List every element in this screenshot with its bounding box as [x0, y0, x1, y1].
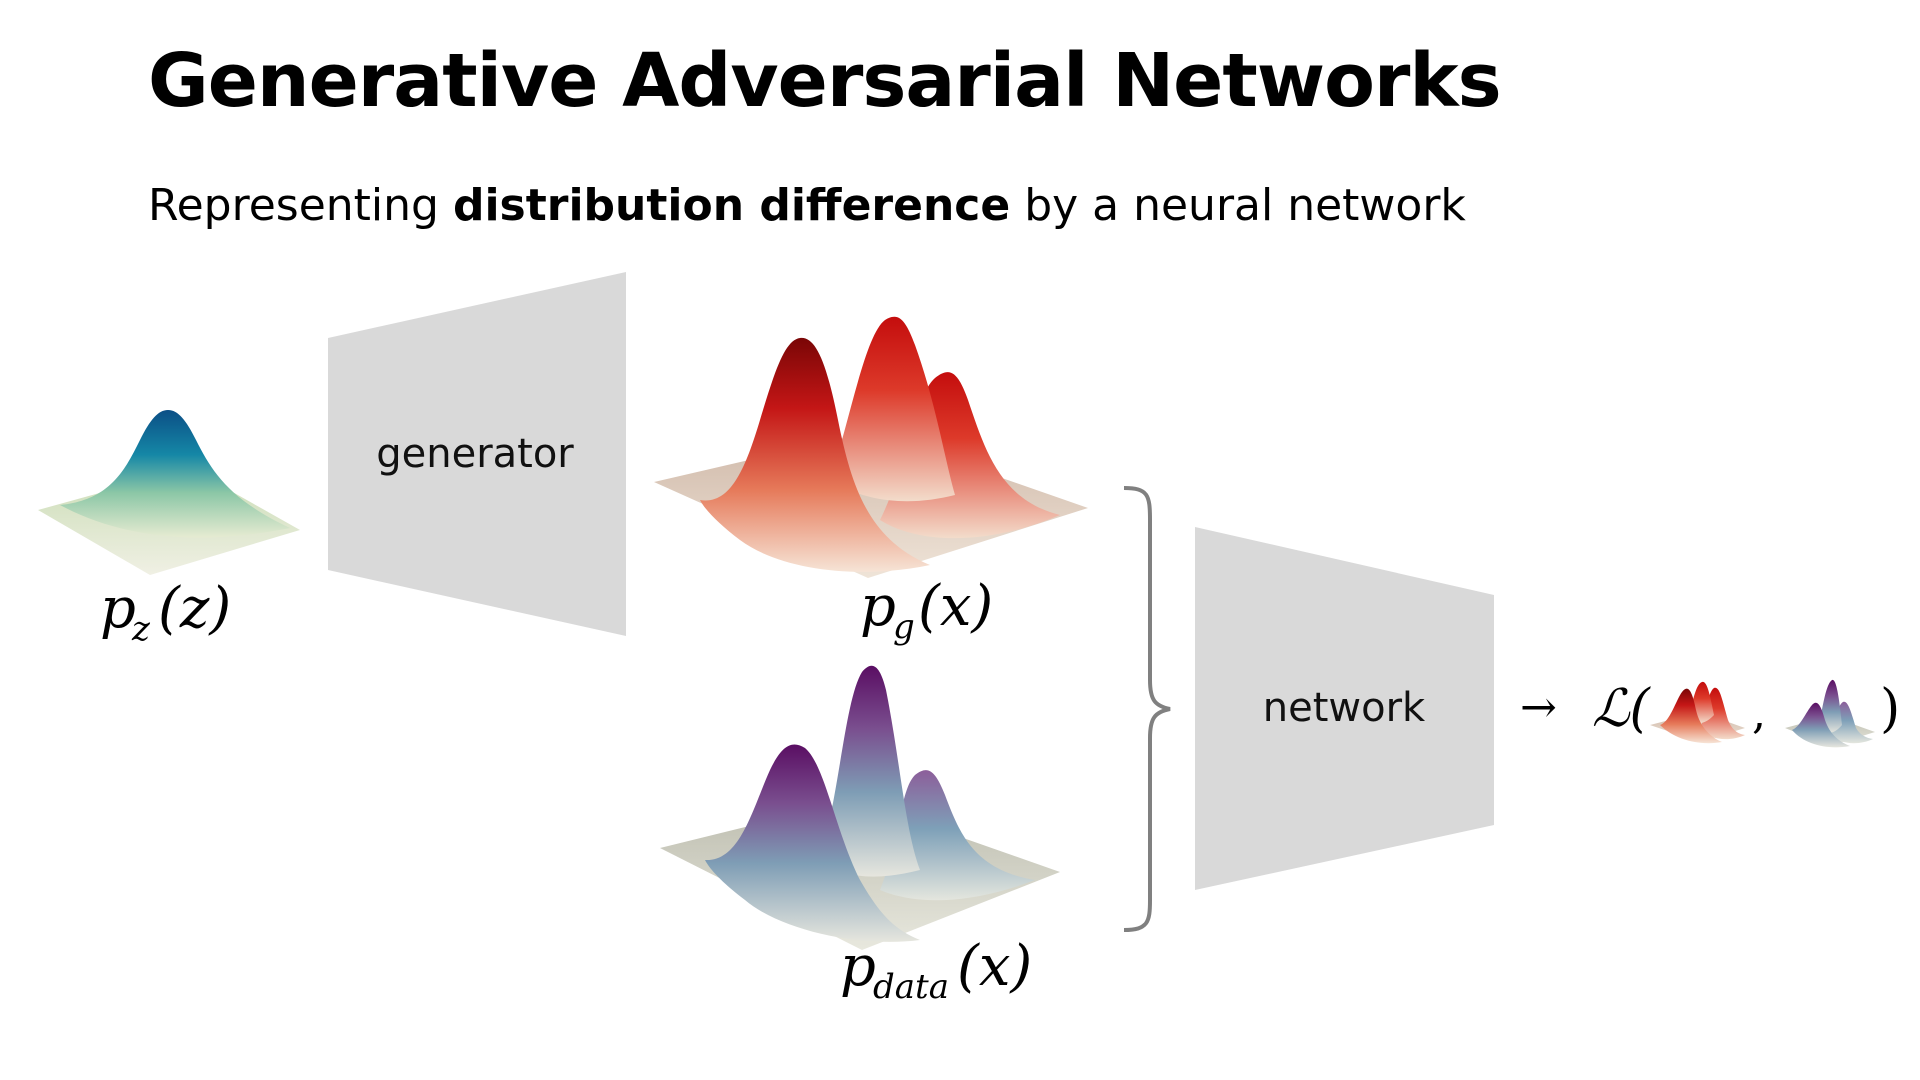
data-subscript: data	[873, 967, 949, 1007]
data-peak-front	[705, 744, 920, 942]
generated-peak-front	[700, 337, 930, 572]
latent-subscript: z	[131, 609, 151, 649]
network-box	[1195, 527, 1494, 890]
loss-close: )	[1880, 679, 1900, 739]
subtitle-emphasis: distribution difference	[452, 180, 1011, 231]
latent-peak	[60, 410, 290, 538]
generated-argument: (x)	[918, 574, 993, 639]
latent-argument: (z)	[158, 576, 231, 641]
generated-symbol: p	[860, 574, 896, 639]
subtitle-suffix: by a neural network	[1010, 180, 1466, 231]
generator-box	[328, 272, 626, 636]
combine-brace	[1123, 486, 1171, 932]
loss-data-thumbnail	[1785, 679, 1875, 748]
network-label: network	[1263, 685, 1426, 731]
data-peak-back-tall	[820, 665, 920, 877]
generator-label: generator	[376, 431, 574, 477]
slide-subtitle: Representing distribution difference by …	[148, 180, 1466, 231]
generated-distribution-surface	[654, 316, 1088, 578]
data-distribution-surface	[660, 665, 1060, 950]
data-symbol: p	[840, 934, 876, 999]
generated-peak-back-left	[830, 316, 955, 502]
slide-title: Generative Adversarial Networks	[148, 38, 1502, 124]
loss-separator: ,	[1752, 688, 1766, 739]
latent-symbol: p	[100, 576, 136, 641]
loss-symbol: ℒ(	[1592, 679, 1651, 739]
loss-generated-thumbnail	[1650, 681, 1745, 744]
latent-distribution-surface	[38, 410, 300, 575]
output-arrow: →	[1520, 682, 1557, 733]
subtitle-prefix: Representing	[148, 180, 453, 231]
data-argument: (x)	[957, 934, 1032, 999]
generated-subscript: g	[893, 607, 915, 647]
